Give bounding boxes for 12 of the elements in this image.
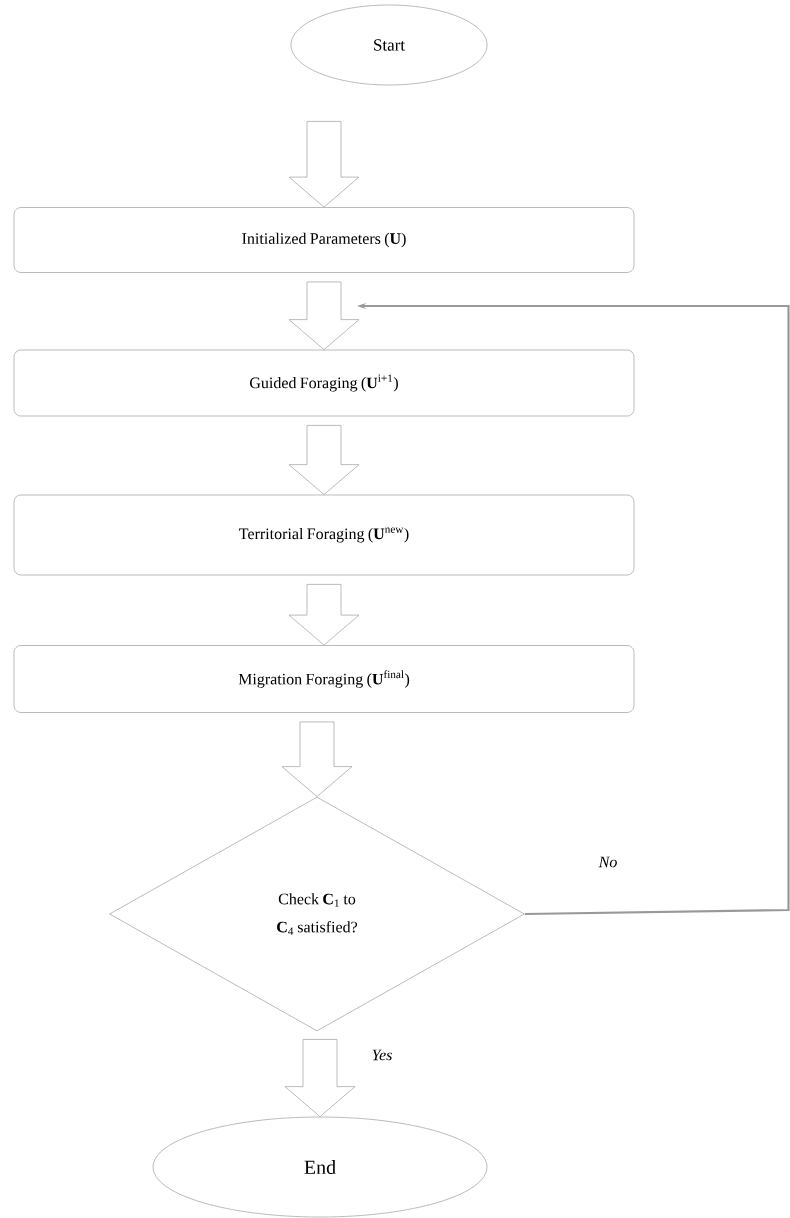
block-arrow xyxy=(288,425,360,495)
block-arrow xyxy=(288,584,360,646)
process-box: Migration Foraging (U$^{final}$) xyxy=(13,645,635,713)
block-arrow xyxy=(288,121,360,208)
process-box: Initialized Parameters (U) xyxy=(13,207,635,273)
edge-label: Yes xyxy=(370,1048,394,1062)
block-arrow xyxy=(281,721,353,797)
process-box: Guided Foraging (U$^{i+1}$) xyxy=(13,349,635,417)
process-box: Territorial Foraging (U$^{new}$) xyxy=(13,494,635,576)
block-arrow xyxy=(288,281,360,350)
block-arrow xyxy=(284,1039,356,1117)
edge-label: No xyxy=(597,855,619,869)
